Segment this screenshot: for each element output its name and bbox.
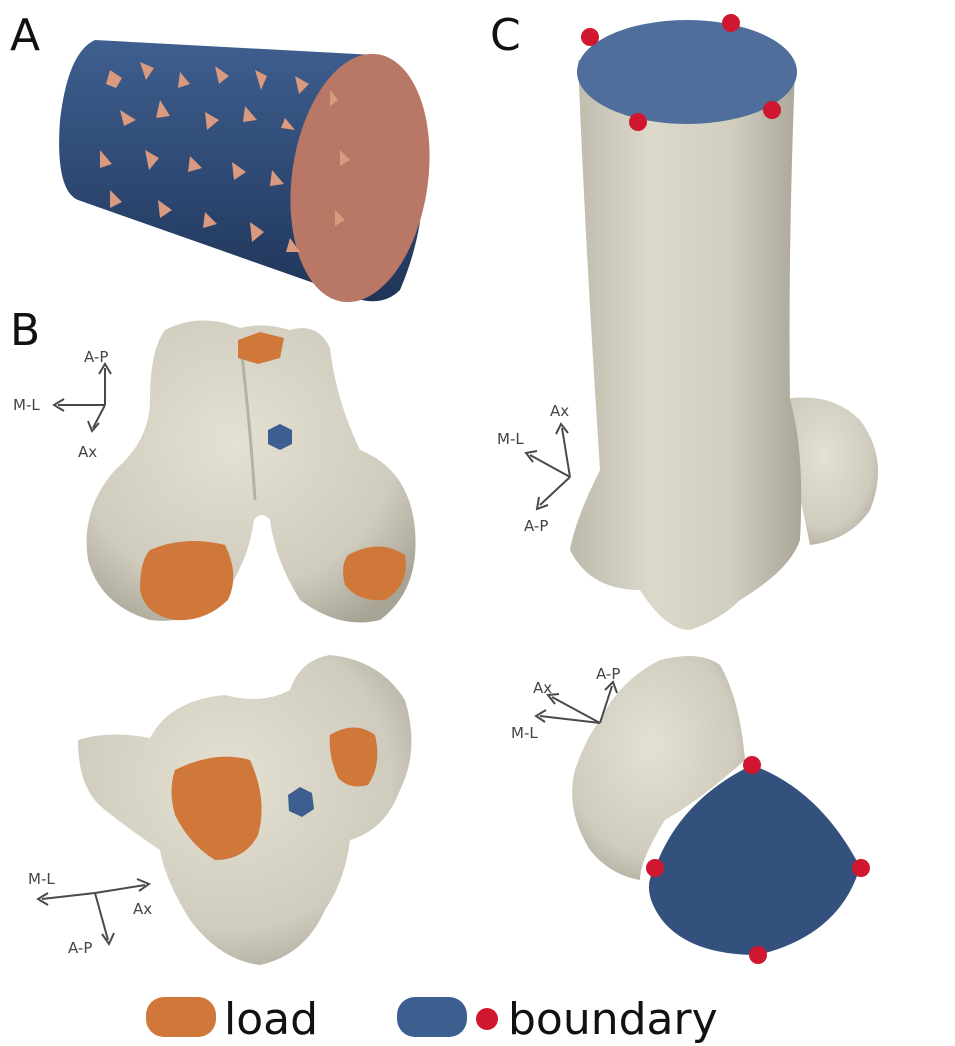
- axes-b-bottom: M-L Ax A-P: [28, 870, 152, 957]
- boundary-point: [722, 14, 740, 32]
- axis-label-ml: M-L: [497, 430, 524, 448]
- bone-c-bottom: [572, 656, 870, 964]
- boundary-point: [749, 946, 767, 964]
- boundary-point: [852, 859, 870, 877]
- axes-b-top: A-P M-L Ax: [13, 348, 111, 461]
- boundary-point: [763, 101, 781, 119]
- axis-label-ap: A-P: [84, 348, 108, 366]
- axis-label-ml: M-L: [28, 870, 55, 888]
- legend: load boundary: [146, 994, 718, 1045]
- boundary-point: [646, 859, 664, 877]
- legend-boundary-swatch: [397, 997, 467, 1037]
- legend-load-label: load: [224, 994, 318, 1045]
- axis-label-ap: A-P: [596, 665, 620, 683]
- panel-label-b: B: [10, 305, 40, 356]
- bone-b-top: [87, 320, 416, 622]
- axis-label-ap: A-P: [524, 517, 548, 535]
- axis-label-ap: A-P: [68, 939, 92, 957]
- axis-label-ml: M-L: [13, 396, 40, 414]
- boundary-point: [581, 28, 599, 46]
- axes-c-top: Ax M-L A-P: [497, 402, 570, 535]
- axis-label-ax: Ax: [78, 443, 97, 461]
- axis-label-ax: Ax: [550, 402, 569, 420]
- legend-boundary-label: boundary: [508, 994, 718, 1045]
- bone-b-bottom: [78, 655, 411, 965]
- trabecular-cylinder: [59, 40, 445, 311]
- axis-label-ml: M-L: [511, 724, 538, 742]
- legend-load-swatch: [146, 997, 216, 1037]
- axis-label-ax: Ax: [133, 900, 152, 918]
- panel-label-a: A: [10, 10, 40, 61]
- load-patch: [140, 541, 233, 620]
- legend-boundary-dot: [476, 1008, 498, 1030]
- bone-c-top: [570, 14, 878, 630]
- axis-label-ax: Ax: [533, 679, 552, 697]
- panel-label-c: C: [490, 10, 521, 61]
- boundary-point: [629, 113, 647, 131]
- boundary-point: [743, 756, 761, 774]
